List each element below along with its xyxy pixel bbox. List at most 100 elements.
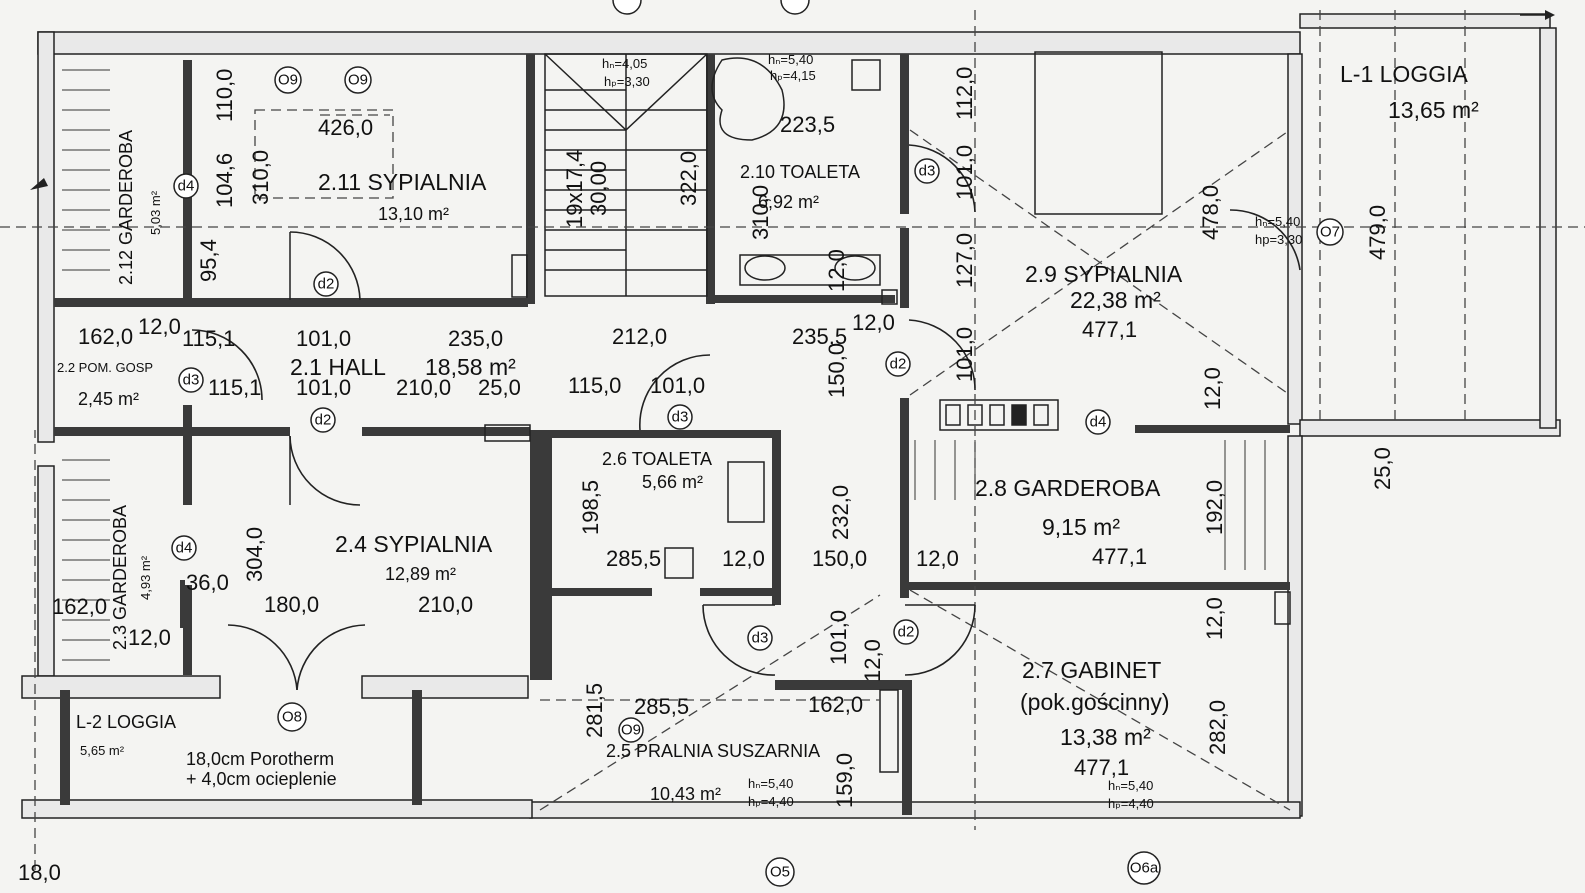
window-tag: O9 bbox=[274, 66, 302, 94]
dimension-label: 477,1 bbox=[1074, 755, 1129, 780]
dimension-label: 180,0 bbox=[264, 592, 319, 617]
svg-text:d2: d2 bbox=[898, 624, 915, 641]
room-name: 2.9 SYPIALNIA bbox=[1025, 261, 1183, 287]
room-name: 2.11 SYPIALNIA bbox=[318, 169, 487, 195]
svg-text:d4: d4 bbox=[178, 178, 195, 195]
dimension-label: 101,0 bbox=[296, 375, 351, 400]
dimension-label: 112,0 bbox=[952, 67, 977, 120]
dimension-label: 101,0 bbox=[296, 326, 351, 351]
door-tag: d3 bbox=[178, 367, 204, 393]
height-hn: hₙ=4,05 bbox=[602, 56, 647, 71]
dimension-label: 30,00 bbox=[586, 161, 611, 216]
room-area: 6,92 m² bbox=[758, 192, 819, 212]
dimension-label: 477,1 bbox=[1092, 544, 1147, 569]
svg-text:O5: O5 bbox=[770, 864, 790, 881]
dimension-label: 162,0 bbox=[808, 692, 863, 717]
dimension-label: 25,0 bbox=[478, 375, 521, 400]
dimension-label: 12,0 bbox=[824, 249, 849, 292]
height-hp: hₚ=4,15 bbox=[770, 68, 816, 83]
svg-text:d3: d3 bbox=[752, 630, 769, 647]
dimension-label: 12,0 bbox=[138, 314, 181, 339]
wall-note-line1: 18,0cm Porotherm bbox=[186, 749, 334, 769]
svg-text:d3: d3 bbox=[672, 409, 689, 426]
dimension-label: 281,5 bbox=[582, 683, 607, 738]
bathtub-icon-2 bbox=[727, 461, 765, 523]
door-tag: d4 bbox=[173, 173, 199, 199]
dimension-label: 210,0 bbox=[396, 375, 451, 400]
dimension-label: 101,0 bbox=[826, 610, 851, 665]
room-name: 2.8 GARDEROBA bbox=[975, 475, 1161, 501]
window-tag: O9 bbox=[344, 66, 372, 94]
room-subtitle: (pok.gościnny) bbox=[1020, 689, 1170, 715]
bed-icon bbox=[1034, 51, 1163, 215]
dimension-label: 478,0 bbox=[1198, 185, 1223, 240]
room-area: 13,65 m² bbox=[1388, 97, 1479, 123]
svg-text:d2: d2 bbox=[890, 356, 907, 373]
height-hn: hₙ=5,40 bbox=[1108, 778, 1153, 793]
dimension-label: 12,0 bbox=[852, 310, 895, 335]
sink-icon-2 bbox=[834, 255, 876, 281]
door-tag: d3 bbox=[914, 158, 940, 184]
height-hn: hₙ=5,40 bbox=[1255, 214, 1300, 229]
dimension-label: 19x17,4 bbox=[562, 150, 587, 228]
height-hn: hₙ=5,40 bbox=[748, 776, 793, 791]
wall-note-line2: + 4,0cm ocieplenie bbox=[186, 769, 337, 789]
bathtub-icon bbox=[711, 57, 785, 141]
dimension-label: 115,0 bbox=[568, 373, 621, 398]
vertical-dimensions: 110,0 104,6 95,4 310,0 19x17,4 30,00 322… bbox=[196, 67, 1395, 808]
room-area: 2,45 m² bbox=[78, 389, 139, 409]
dimension-label: 198,5 bbox=[578, 480, 603, 535]
window-tags: O9 O9 O7 O8 O9 O5 O6a bbox=[274, 0, 1344, 887]
svg-text:O9: O9 bbox=[348, 72, 368, 89]
dimension-label: 426,0 bbox=[318, 115, 373, 140]
dimension-label: 115,1 bbox=[182, 326, 235, 351]
room-area: 5,65 m² bbox=[80, 743, 125, 758]
door-tag: d3 bbox=[667, 404, 693, 430]
room-name: 2.6 TOALETA bbox=[602, 449, 712, 469]
window-tag: O5 bbox=[765, 857, 795, 887]
door-tags: d4 d2 d3 d2 d3 d2 d4 d3 d2 d4 d3 bbox=[171, 158, 1111, 651]
dimension-label: 36,0 bbox=[186, 570, 229, 595]
room-area: 12,89 m² bbox=[385, 564, 456, 584]
room-name: L-2 LOGGIA bbox=[76, 712, 176, 732]
dimension-label: 150,0 bbox=[824, 343, 849, 398]
wall-note: 18,0cm Porotherm + 4,0cm ocieplenie bbox=[186, 749, 337, 789]
dimension-label: 310,0 bbox=[248, 150, 273, 205]
height-hp: hp=3,30 bbox=[1255, 232, 1302, 247]
dimension-label: 101,0 bbox=[650, 373, 705, 398]
dimension-label: 235,0 bbox=[448, 326, 503, 351]
corner-arrows bbox=[30, 10, 1555, 190]
dimension-label: 162,0 bbox=[52, 594, 107, 619]
dimension-label: 25,0 bbox=[1370, 447, 1395, 490]
dimension-label: 110,0 bbox=[212, 69, 237, 122]
dimension-label: 304,0 bbox=[242, 527, 267, 582]
dimension-label: 310,0 bbox=[748, 185, 773, 240]
room-name: 2.4 SYPIALNIA bbox=[335, 531, 493, 557]
dimension-label: 12,0 bbox=[1202, 597, 1227, 640]
room-name: 2.2 POM. GOSP bbox=[57, 360, 153, 375]
room-area: 5,03 m² bbox=[148, 190, 163, 235]
room-name: L-1 LOGGIA bbox=[1340, 61, 1468, 87]
dimension-label: 232,0 bbox=[828, 485, 853, 540]
dimension-label: 162,0 bbox=[78, 324, 133, 349]
room-area: 18,58 m² bbox=[425, 354, 516, 380]
height-hp: hₚ=4,40 bbox=[1108, 796, 1154, 811]
dimension-label: 12,0 bbox=[916, 546, 959, 571]
room-area: 5,66 m² bbox=[642, 472, 703, 492]
room-area: 22,38 m² bbox=[1070, 287, 1161, 313]
room-area: 13,38 m² bbox=[1060, 724, 1151, 750]
svg-text:O7: O7 bbox=[1320, 224, 1340, 241]
room-area: 10,43 m² bbox=[650, 784, 721, 804]
svg-text:O9: O9 bbox=[621, 722, 641, 739]
svg-text:O9: O9 bbox=[278, 72, 298, 89]
svg-text:d2: d2 bbox=[315, 412, 332, 429]
chimney-icon bbox=[939, 399, 1059, 431]
dimension-label: 285,5 bbox=[634, 694, 689, 719]
dimension-label: 210,0 bbox=[418, 592, 473, 617]
fixtures bbox=[484, 51, 1291, 773]
door-tag: d4 bbox=[1085, 409, 1111, 435]
dimension-label: 95,4 bbox=[196, 239, 221, 282]
dimension-label: 479,0 bbox=[1365, 205, 1390, 260]
room-area: 9,15 m² bbox=[1042, 514, 1120, 540]
